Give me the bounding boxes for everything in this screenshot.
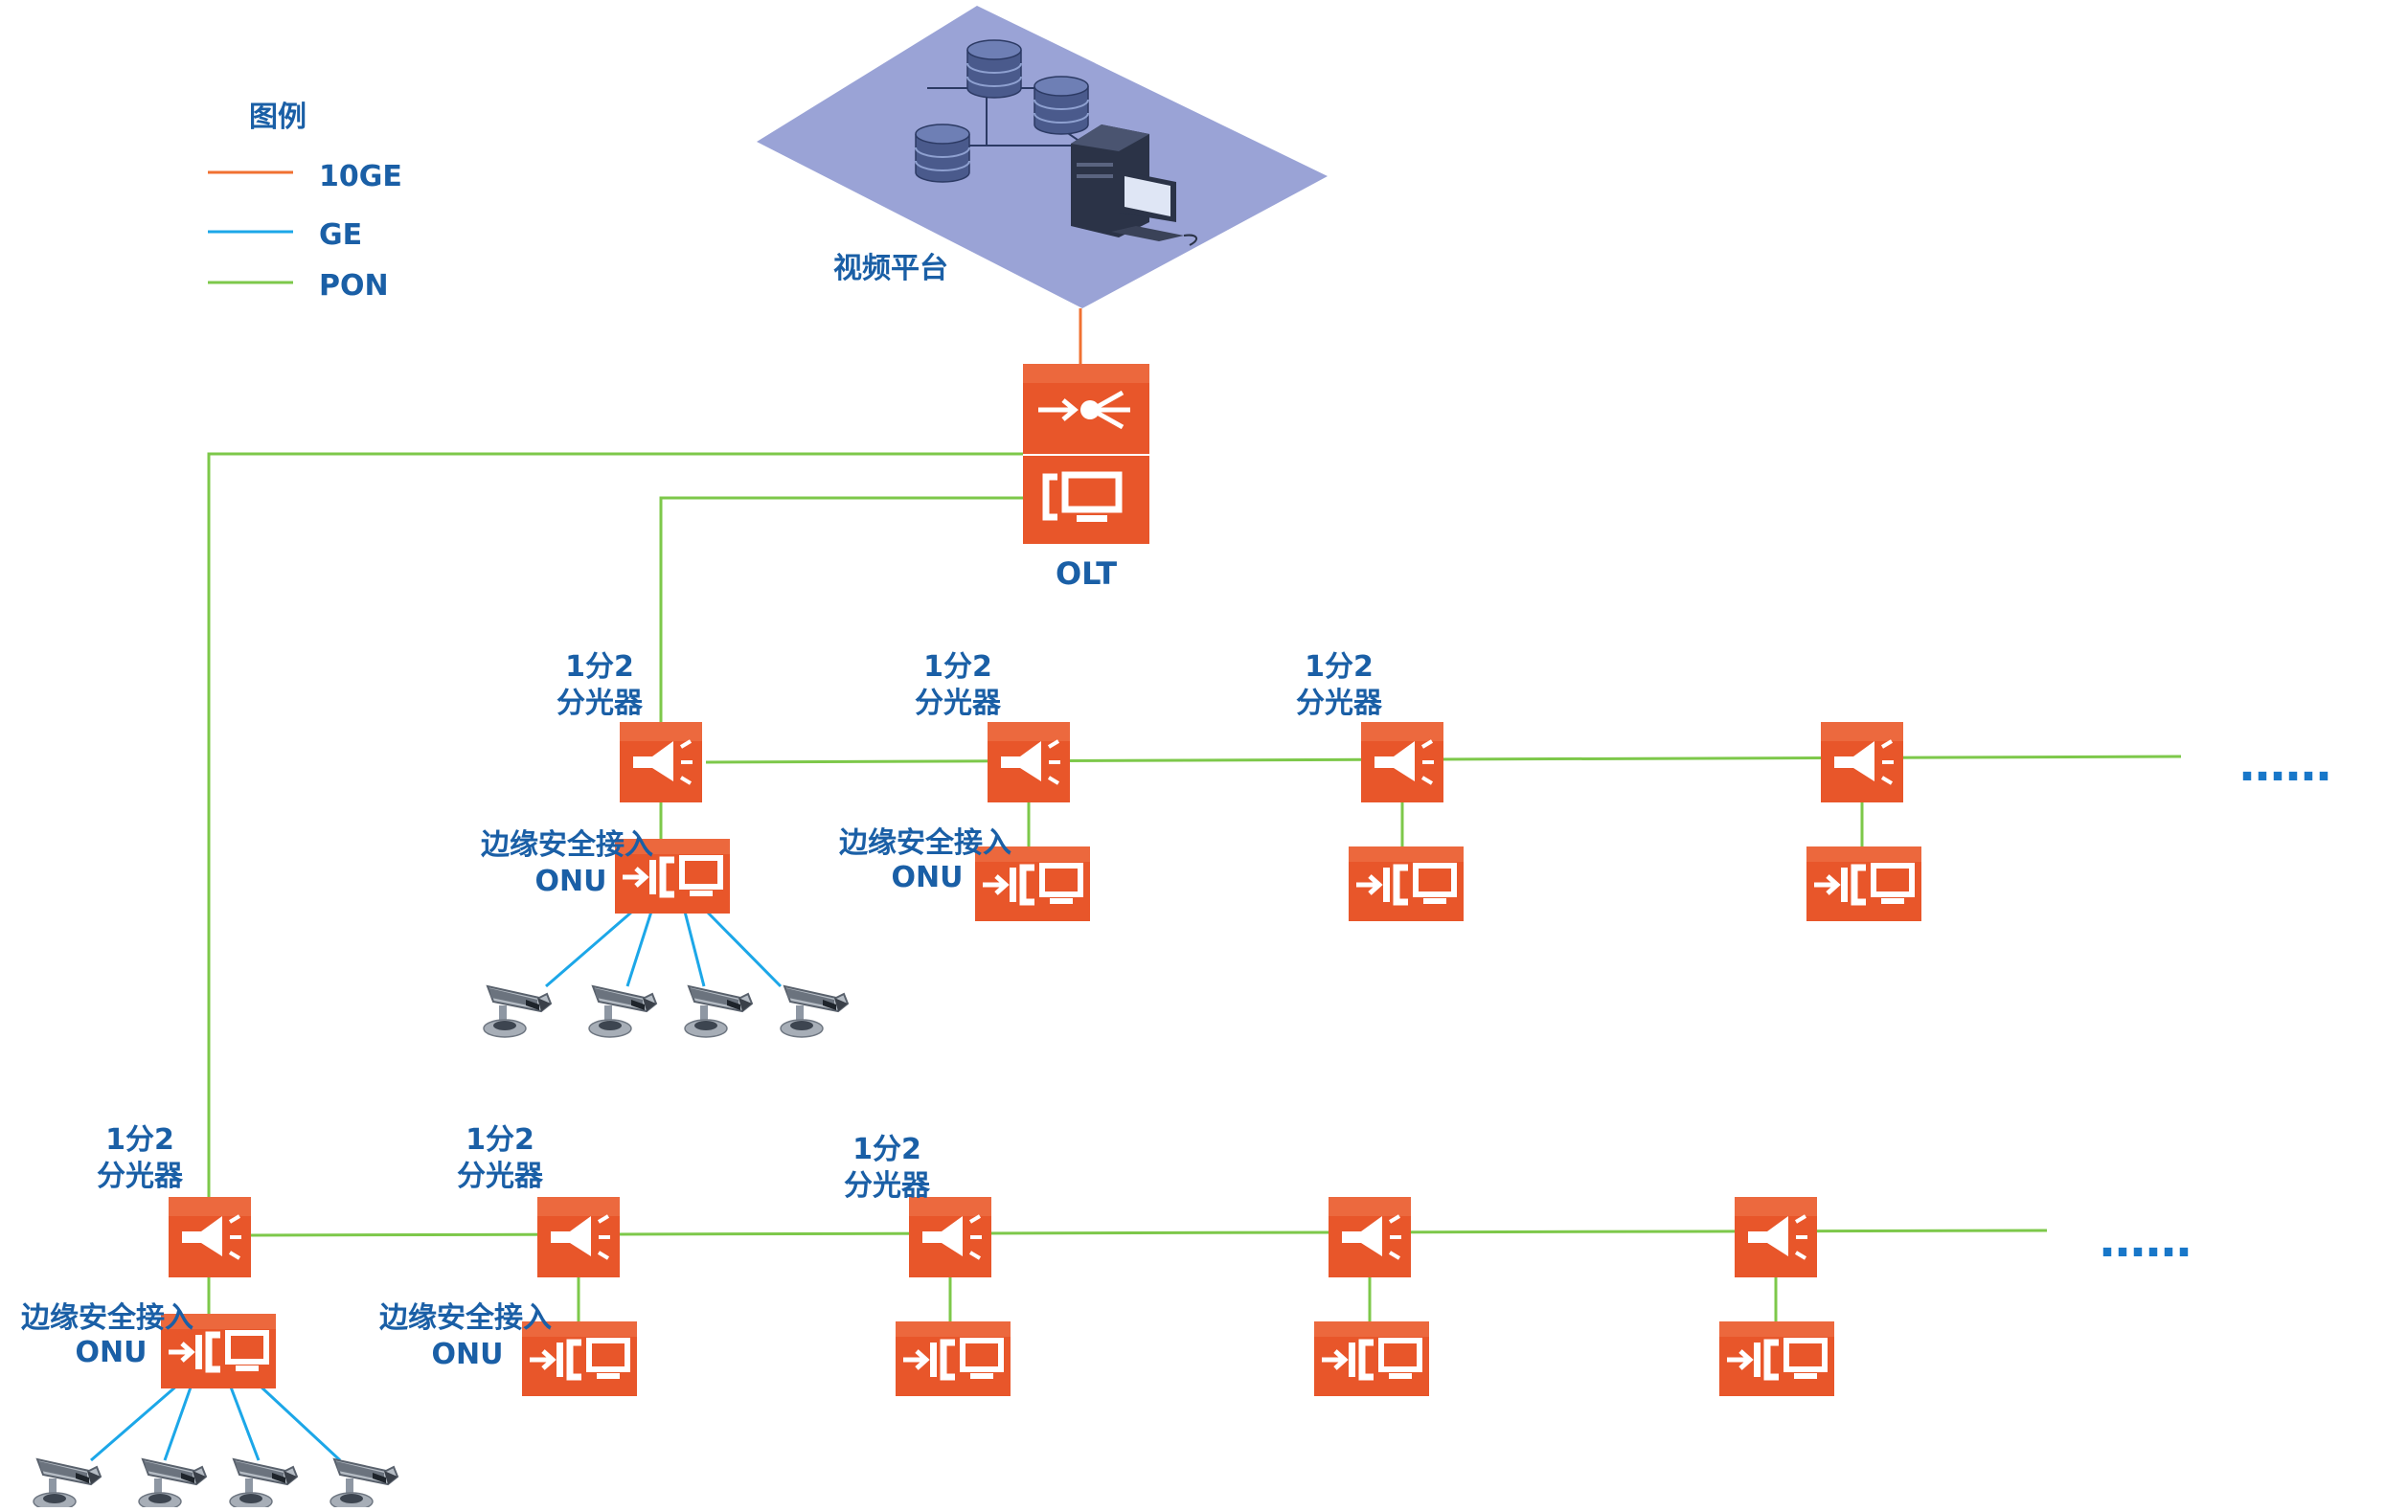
onu-icon bbox=[1806, 846, 1921, 921]
olt-label: OLT bbox=[1056, 555, 1117, 592]
splitter-icon bbox=[1733, 1195, 1819, 1279]
splitter-label-1: 1分2 bbox=[852, 1133, 921, 1166]
onu-label-1: 边缘安全接入 bbox=[839, 826, 1011, 860]
database-icon bbox=[915, 124, 970, 183]
database-icon bbox=[966, 39, 1022, 99]
onu-label-2: ONU bbox=[432, 1338, 504, 1371]
splitter-icon bbox=[986, 720, 1072, 804]
splitter-5[interactable]: 1分2 分光器 bbox=[97, 1123, 253, 1279]
splitter-label-2: 分光器 bbox=[97, 1160, 184, 1193]
legend-label-pon: PON bbox=[319, 269, 389, 303]
video-platform: 视频平台 bbox=[757, 6, 1328, 308]
continuation-dots-row1: …… bbox=[2239, 738, 2331, 792]
splitter-label-1: 1分2 bbox=[105, 1123, 174, 1157]
onu-label-2: ONU bbox=[892, 861, 964, 894]
onu-4[interactable] bbox=[1806, 846, 1921, 921]
onu-6[interactable]: 边缘安全接入 ONU bbox=[379, 1301, 637, 1396]
database-icon bbox=[1034, 76, 1089, 135]
onu-icon bbox=[1314, 1321, 1429, 1396]
onu-5[interactable]: 边缘安全接入 ONU bbox=[21, 1301, 276, 1388]
splitter-label-1: 1分2 bbox=[466, 1123, 534, 1157]
splitter-icon bbox=[1327, 1195, 1413, 1279]
onu-label-1: 边缘安全接入 bbox=[481, 828, 653, 862]
onu-icon bbox=[1719, 1321, 1834, 1396]
splitter-label-2: 分光器 bbox=[844, 1169, 931, 1203]
onu-icon bbox=[896, 1321, 1011, 1396]
splitter-label-1: 1分2 bbox=[565, 650, 634, 684]
camera-icon[interactable] bbox=[483, 985, 552, 1038]
ge-links bbox=[90, 910, 783, 1462]
splitter-8[interactable] bbox=[1327, 1195, 1413, 1279]
legend: 图例 10GE GE PON bbox=[208, 101, 402, 303]
onu-1[interactable]: 边缘安全接入 ONU bbox=[481, 828, 730, 914]
splitter-icon bbox=[1819, 720, 1905, 804]
splitter-label-2: 分光器 bbox=[1296, 687, 1383, 720]
onu-8[interactable] bbox=[1314, 1321, 1429, 1396]
camera-icon[interactable] bbox=[138, 1458, 207, 1511]
splitter-7[interactable]: 1分2 分光器 bbox=[844, 1133, 993, 1279]
camera-icon[interactable] bbox=[33, 1458, 102, 1511]
onu-7[interactable] bbox=[896, 1321, 1011, 1396]
splitter-3[interactable]: 1分2 分光器 bbox=[1296, 650, 1445, 804]
splitter-label-1: 1分2 bbox=[923, 650, 992, 684]
splitter-9[interactable] bbox=[1733, 1195, 1819, 1279]
onu-label-2: ONU bbox=[535, 865, 607, 898]
platform-label: 视频平台 bbox=[833, 252, 948, 285]
splitter-6[interactable]: 1分2 分光器 bbox=[457, 1123, 622, 1279]
onu-label-1: 边缘安全接入 bbox=[21, 1301, 193, 1335]
camera-icon[interactable] bbox=[588, 985, 657, 1038]
camera-icon[interactable] bbox=[684, 985, 753, 1038]
onu-2[interactable]: 边缘安全接入 ONU bbox=[839, 826, 1090, 921]
splitter-icon bbox=[907, 1195, 993, 1279]
splitter-icon bbox=[167, 1195, 253, 1279]
onu-label-2: ONU bbox=[76, 1336, 148, 1369]
onu-icon bbox=[1349, 846, 1464, 921]
legend-label-ge: GE bbox=[319, 218, 362, 252]
splitter-label-2: 分光器 bbox=[457, 1160, 544, 1193]
camera-icon[interactable] bbox=[229, 1458, 298, 1511]
olt-device[interactable]: OLT bbox=[1023, 364, 1149, 592]
legend-title: 图例 bbox=[249, 101, 307, 134]
splitter-1[interactable]: 1分2 分光器 bbox=[557, 650, 704, 804]
camera-icon[interactable] bbox=[329, 1458, 398, 1511]
monitor-icon bbox=[1111, 170, 1198, 246]
platform-plate bbox=[757, 6, 1328, 308]
camera-icon[interactable] bbox=[780, 985, 849, 1038]
splitter-2[interactable]: 1分2 分光器 bbox=[915, 650, 1072, 804]
onu-3[interactable] bbox=[1349, 846, 1464, 921]
splitter-label-1: 1分2 bbox=[1305, 650, 1374, 684]
onu-label-1: 边缘安全接入 bbox=[379, 1301, 552, 1335]
splitter-label-2: 分光器 bbox=[557, 687, 644, 720]
olt-card-icon bbox=[1042, 471, 1123, 522]
splitter-4[interactable] bbox=[1819, 720, 1905, 804]
splitter-icon bbox=[618, 720, 704, 804]
onu-9[interactable] bbox=[1719, 1321, 1834, 1396]
splitter-icon bbox=[1359, 720, 1445, 804]
legend-label-10ge: 10GE bbox=[319, 160, 402, 193]
splitter-icon bbox=[535, 1195, 622, 1279]
splitter-label-2: 分光器 bbox=[915, 687, 1002, 720]
continuation-dots-row2: …… bbox=[2100, 1214, 2192, 1268]
